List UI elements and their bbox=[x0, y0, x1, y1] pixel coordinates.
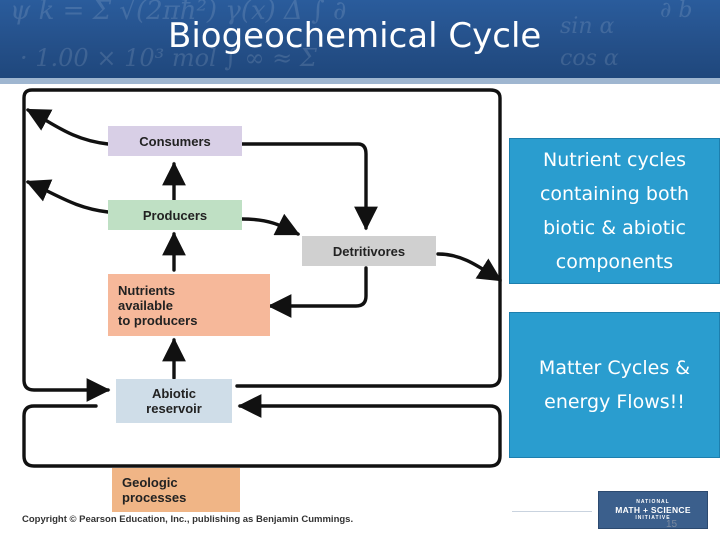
callout-nutrient-cycles: Nutrient cycles containing both biotic &… bbox=[509, 138, 720, 284]
node-abiotic-line: reservoir bbox=[146, 401, 202, 416]
arrow-detritivores-to-nutrients bbox=[267, 266, 368, 318]
copyright-notice: Copyright © Pearson Education, Inc., pub… bbox=[22, 514, 354, 525]
nms-logo: NATIONAL MATH + SCIENCE INITIATIVE bbox=[598, 491, 708, 529]
logo-line: INITIATIVE bbox=[635, 515, 671, 521]
callout-line: biotic & abiotic bbox=[543, 217, 686, 239]
callout-line: Matter Cycles & bbox=[538, 357, 691, 379]
node-producers: Producers bbox=[108, 200, 242, 230]
header-decoration: · 1.00 × 10³ mol ∫ ∞ ≈ Σ bbox=[20, 44, 317, 72]
arrow-producers-to-detritivores bbox=[240, 213, 301, 236]
header-decoration: ∂ b bbox=[660, 0, 693, 23]
node-producers-label: Producers bbox=[142, 207, 208, 223]
header-decoration: cos α bbox=[560, 46, 619, 71]
outer-cycle-loop bbox=[22, 88, 502, 402]
slide-title: Biogeochemical Cycle bbox=[168, 16, 542, 56]
arrow-detritivores-out bbox=[436, 252, 503, 282]
slide-header: ψ k = Σ √(2πħ²) γ(x) Δ ∫ ∂ · 1.00 × 10³ … bbox=[0, 0, 720, 78]
node-consumers: Consumers bbox=[108, 126, 242, 156]
node-detritivores-label: Detritivores bbox=[332, 243, 406, 259]
cycle-diagram: Consumers Producers Detritivores Nutrien… bbox=[12, 84, 510, 530]
node-nutrients-line: Nutrients bbox=[118, 282, 176, 298]
arrow-producers-out bbox=[25, 179, 110, 214]
node-detritivores: Detritivores bbox=[302, 236, 436, 266]
node-abiotic-reservoir: Abiotic reservoir bbox=[116, 379, 232, 423]
logo-line: NATIONAL bbox=[636, 499, 670, 505]
node-geologic-line: processes bbox=[122, 490, 187, 505]
node-nutrients-line: available bbox=[118, 297, 173, 313]
node-geologic-processes: Geologic processes bbox=[112, 468, 240, 512]
callout-line: components bbox=[555, 251, 674, 273]
header-decoration: sin α bbox=[560, 14, 615, 39]
header-decoration: ψ k = Σ √(2πħ²) γ(x) Δ ∫ ∂ bbox=[10, 0, 347, 26]
callout-line: containing both bbox=[539, 183, 690, 205]
callout-line: Nutrient cycles bbox=[542, 149, 687, 171]
footer-divider bbox=[512, 511, 592, 512]
arrow-consumers-out bbox=[25, 108, 110, 146]
callout-line: energy Flows!! bbox=[544, 391, 685, 413]
callout-matter-cycles: Matter Cycles & energy Flows!! bbox=[509, 312, 720, 458]
cycle-arrows bbox=[22, 88, 503, 468]
geologic-loop bbox=[22, 394, 502, 468]
node-abiotic-line: Abiotic bbox=[151, 386, 197, 401]
node-consumers-label: Consumers bbox=[139, 133, 211, 149]
logo-line: MATH + SCIENCE bbox=[615, 505, 691, 515]
page-number: 15 bbox=[666, 519, 678, 530]
arrow-consumers-to-detritivores bbox=[240, 142, 378, 231]
node-nutrients-line: to producers bbox=[118, 312, 198, 328]
node-nutrients: Nutrients available to producers bbox=[108, 274, 270, 336]
node-geologic-line: Geologic bbox=[122, 475, 178, 490]
header-band bbox=[0, 78, 720, 84]
